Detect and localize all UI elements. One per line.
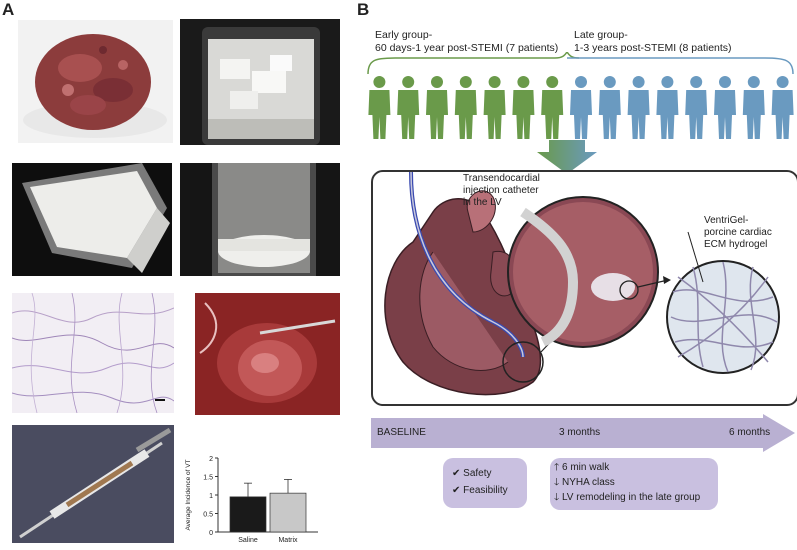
nyha-class-label: NYHA class [561,477,615,488]
early-patient-figure [397,76,420,139]
check-icon: ✔ [452,468,461,479]
lv-remodeling-item: 🡓 LV remodeling in the late group [554,491,700,505]
y-tick-label: 0.5 [203,512,213,519]
late-patient-figure [771,76,794,139]
early-patient-figure [454,76,477,139]
catheter-label-line3: in the LV [463,197,502,208]
hydrogel-label-line2: porcine cardiac [704,227,772,238]
early-patient-figure [426,76,448,139]
bar-saline [229,496,267,533]
late-patient-figure [570,76,592,139]
y-tick-label: 0 [209,530,213,537]
hydrogel-label: VentriGel- porcine cardiac ECM hydrogel [704,215,772,251]
flow-down-arrow [537,140,597,174]
early-patient-figure [483,76,506,139]
histology-photo [12,293,174,413]
group-brackets [367,52,794,75]
arrow-down-icon: 🡓 [554,492,560,503]
lyophilized-powder-photo [12,163,172,276]
late-patient-figure [627,76,650,139]
feasibility-label: Feasibility [463,485,508,496]
catheter-label-line2: injection catheter [463,185,539,196]
bar-matrix [269,492,307,533]
late-group-title: Late group- [574,29,628,41]
efficacy-outcomes-box: 🡑 6 min walk 🡓 NYHA class 🡓 LV remodelin… [550,458,718,510]
late-patient-figure [742,76,765,139]
late-group-label: Late group- 1-3 years post-STEMI (8 pati… [574,29,732,55]
minced-tissue-photo [18,20,173,143]
panel-b-label: B [357,0,370,19]
y-axis-label: Average Incidence of VT [185,459,192,530]
early-patient-figure [541,76,564,139]
late-patient-figure [685,76,708,139]
hydrogel-label-line3: ECM hydrogel [704,239,768,250]
late-patient-figure [598,76,621,139]
x-tick-label: Matrix [278,537,298,544]
six-min-walk-item: 🡑 6 min walk [554,461,609,475]
catheter-label-line1: Transendocardial [463,173,540,184]
timeline-3-months: 3 months [559,427,601,438]
heart-illustration [384,172,780,396]
y-tick-label: 2 [209,456,213,463]
early-group-label: Early group- 60 days-1 year post-STEMI (… [375,29,558,55]
feasibility-item: ✔ Feasibility [452,484,508,498]
hydrogel-jar-photo [180,163,340,276]
arrow-up-icon: 🡑 [554,462,560,473]
early-group-title: Early group- [375,29,433,41]
nyha-class-item: 🡓 NYHA class [554,476,615,490]
timeline-arrow [371,414,795,452]
y-tick-label: 1.5 [203,475,213,482]
early-group-description: 60 days-1 year post-STEMI (7 patients) [375,42,559,54]
surgical-injection-photo [195,293,340,415]
y-tick-label: 1 [209,493,213,500]
late-group-description: 1-3 years post-STEMI (8 patients) [574,42,732,54]
late-patient-figure [714,76,736,139]
catheter-label: Transendocardial injection catheter in t… [463,173,540,209]
decellularized-jar-photo [180,19,340,145]
vt-incidence-chart: 0 0.5 1 1.5 2 Average Incidence of VT Saline Ma… [185,456,318,544]
timeline-6-months: 6 months [729,427,771,438]
late-patient-figure [656,76,679,139]
early-patient-figure [368,76,391,139]
six-min-walk-label: 6 min walk [561,462,610,473]
hydrogel-label-line1: VentriGel- [704,215,749,226]
lv-remodeling-label: LV remodeling in the late group [561,492,701,503]
panel-a-label: A [2,0,15,19]
early-patient-figure [512,76,535,139]
heart-illustration-box [371,170,797,406]
check-icon: ✔ [452,485,461,496]
safety-outcomes-box: ✔ Safety ✔ Feasibility [443,458,527,508]
x-tick-label: Saline [238,537,258,544]
arrow-down-icon: 🡓 [554,477,560,488]
syringe-photo [12,425,174,543]
safety-label: Safety [463,468,492,479]
safety-item: ✔ Safety [452,467,492,481]
patient-figures [368,76,794,139]
timeline-baseline: BASELINE [377,427,426,438]
